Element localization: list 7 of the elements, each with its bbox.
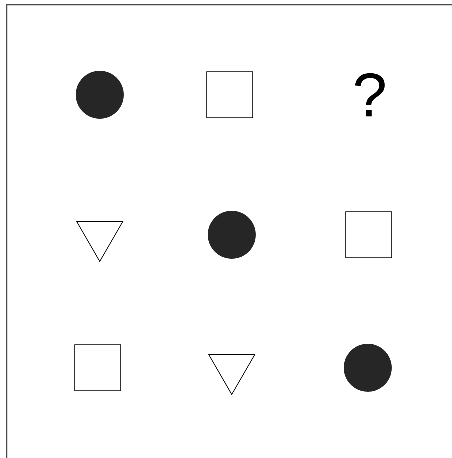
circle-symbol: [208, 211, 256, 259]
question-mark: ?: [355, 73, 385, 117]
square-symbol: [206, 72, 254, 118]
square-symbol: [346, 212, 392, 258]
circle-symbol: [344, 344, 392, 392]
circle-symbol: [76, 71, 124, 119]
square-symbol: [74, 344, 122, 392]
